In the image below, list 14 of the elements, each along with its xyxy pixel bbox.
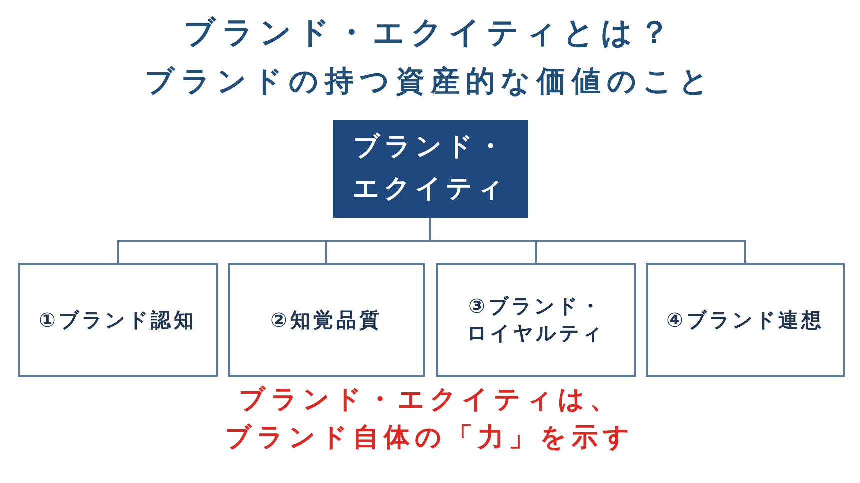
caption: ブランド・エクイティは、ブランド自体の「力」を示す bbox=[224, 384, 636, 455]
category-box bbox=[18, 263, 218, 377]
box-label: ブランド・エクイティ bbox=[352, 131, 509, 206]
box-label: ②知覚品質 bbox=[270, 306, 382, 334]
title: ブランド・エクイティとは？ bbox=[183, 14, 677, 53]
root-box bbox=[333, 120, 528, 218]
connector-line bbox=[430, 218, 746, 263]
box-label: ④ブランド連想 bbox=[666, 306, 824, 334]
box-label: ①ブランド認知 bbox=[39, 306, 197, 334]
box-label: ③ブランド・ロイヤルティ bbox=[466, 293, 606, 347]
category-box bbox=[436, 263, 636, 377]
category-box bbox=[646, 263, 845, 377]
category-box bbox=[228, 263, 425, 377]
subtitle: ブランドの持つ資産的な価値のこと bbox=[144, 63, 716, 100]
